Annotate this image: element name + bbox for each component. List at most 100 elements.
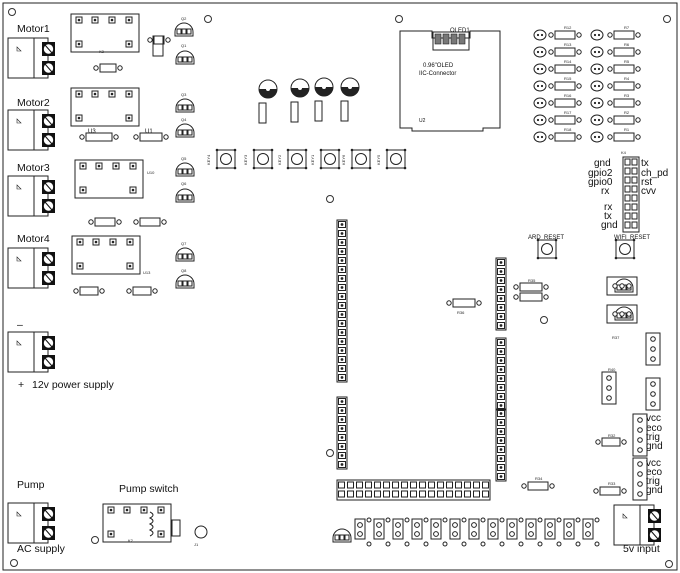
key-designator: KEY4 (206, 154, 211, 165)
transistor (175, 162, 195, 177)
bottom-led (392, 517, 410, 547)
transistor (175, 274, 195, 289)
us1-pin-trig: trig (646, 432, 660, 443)
connector (606, 304, 638, 324)
u1-label: U1 (145, 129, 153, 135)
resistor (548, 64, 582, 74)
transistor-designator: Q2 (181, 16, 187, 21)
pin-header (336, 396, 348, 470)
connector (645, 332, 661, 366)
resistor (521, 481, 555, 491)
resistor (607, 64, 641, 74)
key-designator: KEY1 (310, 154, 315, 165)
oled-module (399, 30, 501, 132)
capacitor (314, 77, 334, 122)
transistor (175, 188, 195, 203)
led (533, 114, 547, 126)
designator: R32 (608, 433, 616, 438)
led (533, 97, 547, 109)
resistor (126, 286, 158, 296)
connector (645, 377, 661, 411)
led (590, 29, 604, 41)
motor3-label: Motor3 (17, 162, 50, 174)
bottom-led (373, 517, 391, 547)
terminal-blocks (7, 37, 661, 546)
us2-pin-vcc: vcc (646, 458, 661, 469)
diode-outline (171, 519, 181, 537)
connector (601, 371, 617, 405)
resistor (595, 437, 627, 447)
bottom-led (487, 517, 505, 547)
push-button (286, 148, 308, 170)
resistor (548, 115, 582, 125)
resistor (513, 282, 549, 292)
u2-label: U2 (419, 118, 426, 124)
relay-footprint (102, 503, 172, 543)
pin-headers (336, 156, 640, 547)
relay-footprint (74, 159, 144, 199)
motor4-label: Motor4 (17, 233, 50, 245)
designator: U13 (143, 270, 151, 275)
transistor (175, 123, 195, 138)
us2-pin-gnd: gnd (646, 485, 663, 496)
bottom-led (544, 517, 562, 547)
oled-connector-label: IIC-Connector (419, 71, 457, 77)
designator: R35 (528, 278, 536, 283)
bottom-led (430, 517, 448, 547)
transistor (174, 22, 194, 37)
us1-pin-eco: eco (646, 423, 663, 434)
resistor (133, 132, 169, 142)
resistor-designator: R6 (624, 42, 630, 47)
transistor-designator: Q5 (181, 156, 187, 161)
transistor-designator: Q4 (181, 117, 187, 122)
power-plus-label: + (18, 379, 25, 391)
resistor-designator: R7 (624, 25, 630, 30)
resistor-designator: R15 (564, 76, 572, 81)
connector (632, 413, 648, 457)
led (533, 29, 547, 41)
led (590, 114, 604, 126)
serial-pin-tx: tx (604, 211, 612, 222)
power-supply-label: 12v power supply (32, 379, 114, 391)
led (590, 131, 604, 143)
wifi-pin-cvv: cvv (641, 186, 656, 197)
power-minus-label: – (17, 319, 23, 331)
bottom-led (354, 517, 372, 547)
resistor (88, 217, 122, 227)
push-button (319, 148, 341, 170)
pin-header (495, 337, 507, 411)
designator: R34 (535, 476, 543, 481)
key-designator: KEY3 (243, 154, 248, 165)
key-designator: KEY5 (376, 154, 381, 165)
wifi-pin-rx: rx (601, 186, 610, 197)
terminal-block (7, 502, 55, 544)
resistor (79, 132, 119, 142)
wifi-pin-gpio0: gpio0 (588, 177, 613, 188)
resistor-designator: R18 (564, 127, 572, 132)
resistor-designator: R2 (624, 110, 630, 115)
bottom-led (449, 517, 467, 547)
relay-footprint (70, 13, 140, 53)
motor1-label: Motor1 (17, 23, 50, 35)
led (533, 80, 547, 92)
pump-switch-label: Pump switch (119, 483, 179, 495)
resistor (548, 47, 582, 57)
ac-supply-label: AC supply (17, 543, 65, 555)
resistor (607, 132, 641, 142)
mounting-holes (8, 8, 673, 568)
capacitor (258, 79, 278, 124)
designator: K3 (99, 49, 105, 54)
designator: R33 (608, 481, 616, 486)
resistor (93, 63, 123, 73)
resistor-designator: R17 (564, 110, 572, 115)
resistor (593, 486, 627, 496)
led-outline (194, 525, 208, 539)
resistor (607, 47, 641, 57)
resistor (548, 132, 582, 142)
resistor (73, 286, 105, 296)
transistor (175, 247, 195, 262)
